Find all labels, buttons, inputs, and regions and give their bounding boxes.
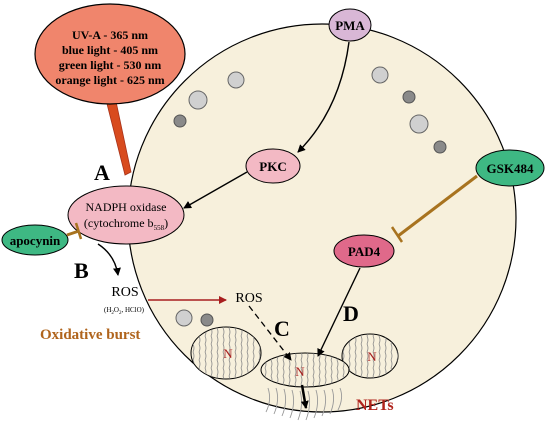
apocynin-inhibition-bar [74,222,83,240]
arrow-nadph-ros [97,243,121,276]
pad4-label: PAD4 [348,244,381,259]
nucleus-center: N [260,352,350,388]
pad4-node [333,234,395,268]
oxidative-burst-label: Oxidative burst [40,327,140,343]
ros-species: (H2O2, HClO) [104,306,145,316]
nadph-label: NADPH oxidase [86,200,167,214]
apocynin-inhibition [66,229,80,237]
nadph-cytochrome: (cytochrome b558) [84,216,168,232]
apocynin-node [1,224,69,256]
pkc-node [245,148,301,184]
apocynin-label: apocynin [10,233,61,248]
gsk484-label: GSK484 [487,161,534,176]
gsk484-inhibition-bar [390,226,404,243]
granule [173,114,187,128]
pma-label: PMA [335,18,365,33]
arrow-ros-nucleus [248,305,292,361]
granule [433,140,447,154]
light-line-1: UV-A - 365 nm [72,28,148,42]
step-c: C [274,316,290,341]
nucleus-right-label: N [367,349,377,364]
granule [227,71,245,89]
step-b: B [74,258,89,283]
light-line-4: orange light - 625 nm [55,73,164,87]
granule [371,66,389,84]
nucleus-left-label: N [223,346,233,361]
arrow-pma-pkc [297,41,350,153]
granule [175,309,193,327]
nucleus-left: N [190,326,262,380]
nucleus-right: N [341,333,399,379]
ros-inner-label: ROS [235,291,262,306]
gsk484-inhibition [397,174,478,238]
step-d: D [343,301,359,326]
gsk484-node [475,149,545,187]
granule [200,313,214,327]
granule [188,90,208,110]
nadph-oxidase-node [67,185,185,245]
light-line-3: green light - 530 nm [59,58,161,72]
nets-label: NETs [356,397,394,414]
granules [173,66,447,327]
nets-arrow [300,384,309,409]
arrow-pad4-nucleus [317,267,361,357]
light-line-2: blue light - 405 nm [62,43,158,57]
granule [402,90,416,104]
pkc-label: PKC [259,159,286,174]
light-source [34,3,186,105]
pma-node [328,8,372,42]
ros-outer-label: ROS [111,285,138,300]
granule [409,114,429,134]
nucleus-center-label: N [295,364,305,379]
arrow-pkc-nadph [183,171,248,209]
step-a: A [94,160,110,185]
